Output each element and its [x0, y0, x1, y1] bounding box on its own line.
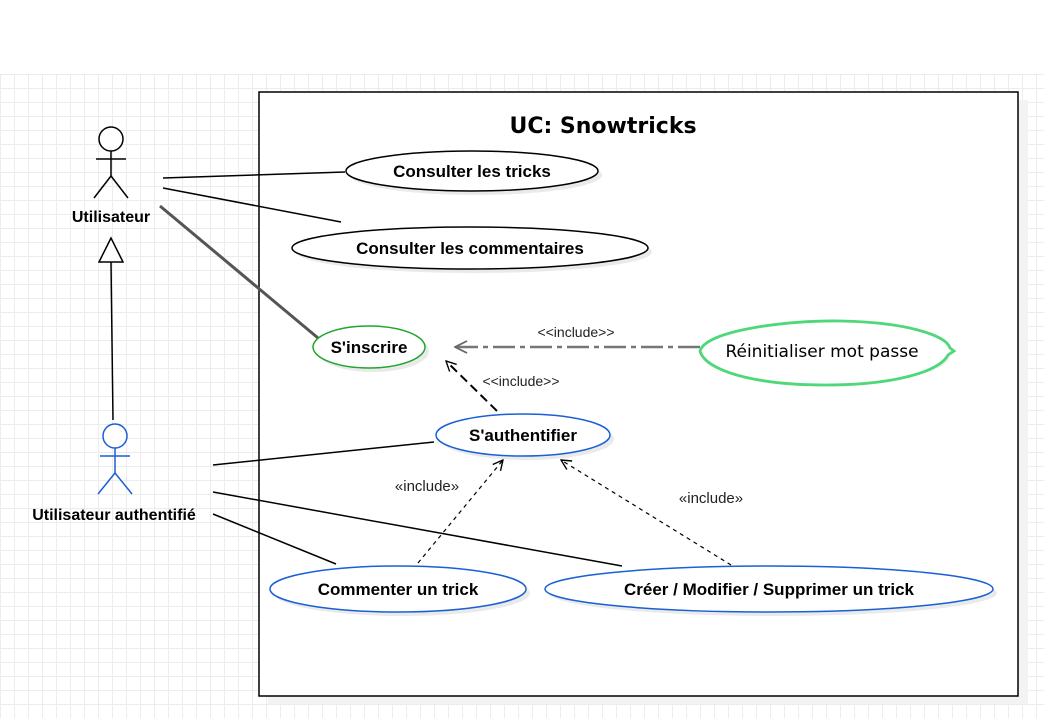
diagram-title: UC: Snowtricks — [509, 114, 696, 139]
usecase-comment-trick-label: Commenter un trick — [318, 580, 479, 599]
assoc-auth-authenticate — [212, 441, 435, 466]
assoc-auth-comment — [212, 513, 337, 565]
actor-user[interactable] — [93, 126, 129, 199]
usecase-consult-comments[interactable]: Consulter les commentaires — [291, 226, 652, 273]
usecase-consult-comments-label: Consulter les commentaires — [356, 239, 584, 258]
actor-auth-user-head — [102, 423, 128, 449]
actor-auth-user-label: Utilisateur authentifié — [32, 507, 196, 524]
include-label-reset: <<include>> — [537, 324, 614, 340]
usecase-reset-password[interactable]: Réinitialiser mot passe — [698, 319, 957, 387]
usecase-register-label: S'inscrire — [331, 338, 408, 357]
include-manage-to-auth — [561, 460, 732, 566]
usecase-register[interactable]: S'inscrire — [312, 325, 429, 372]
assoc-auth-manage — [212, 491, 623, 567]
include-auth-to-register — [446, 361, 498, 412]
include-label-manage: «include» — [679, 490, 743, 507]
usecase-consult-tricks-label: Consulter les tricks — [393, 162, 551, 181]
usecase-manage-trick-label: Créer / Modifier / Supprimer un trick — [624, 580, 915, 599]
assoc-user-consult-tricks — [162, 171, 346, 179]
include-comment-to-auth — [417, 460, 503, 564]
assoc-user-consult-comments — [162, 187, 342, 223]
usecase-reset-password-label: Réinitialiser mot passe — [725, 342, 918, 362]
assoc-user-register — [159, 204, 319, 340]
generalization-line — [110, 261, 114, 421]
usecase-comment-trick[interactable]: Commenter un trick — [269, 565, 530, 616]
actor-auth-user[interactable] — [97, 423, 133, 495]
include-label-comment: «include» — [395, 478, 459, 495]
usecase-manage-trick[interactable]: Créer / Modifier / Supprimer un trick — [544, 565, 997, 616]
actor-user-label: Utilisateur — [72, 209, 150, 226]
actor-user-head — [98, 126, 124, 152]
usecase-authenticate-label: S'authentifier — [469, 426, 577, 445]
usecase-consult-tricks[interactable]: Consulter les tricks — [345, 150, 602, 195]
usecase-authenticate[interactable]: S'authentifier — [435, 413, 614, 460]
top-margin — [0, 0, 1044, 74]
include-label-auth: <<include>> — [482, 373, 559, 389]
generalization-triangle — [97, 236, 125, 263]
